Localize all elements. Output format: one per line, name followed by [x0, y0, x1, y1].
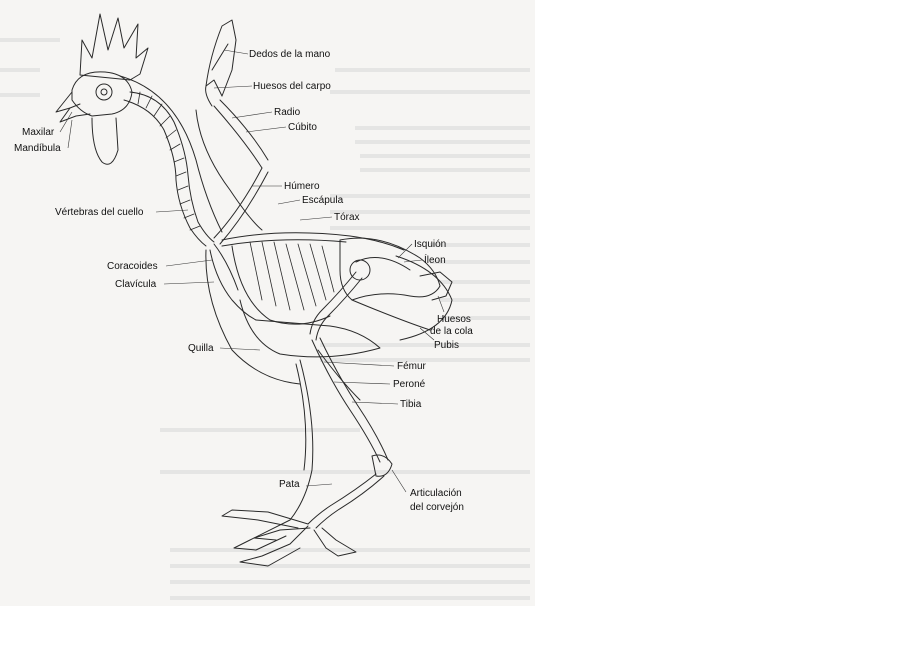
label-pata: Pata: [279, 479, 300, 490]
label-tibia: Tibia: [400, 399, 422, 410]
pelvis: [339, 237, 441, 301]
label-corvejon-1: Articulación: [410, 488, 462, 499]
beak-upper: [55, 91, 81, 113]
label-perone: Peroné: [393, 379, 426, 390]
comb: [79, 13, 149, 81]
skeleton-outline: [55, 13, 453, 567]
carpals: [205, 79, 223, 107]
clavicle: [209, 249, 257, 321]
beak-lower: [59, 107, 91, 123]
label-mandibula: Mandíbula: [14, 143, 61, 154]
coracoid: [213, 243, 239, 291]
label-femur: Fémur: [397, 361, 426, 372]
label-maxilar: Maxilar: [22, 127, 55, 138]
shank: [307, 473, 377, 525]
radius-ulna: [213, 105, 263, 169]
label-escapula: Escápula: [302, 195, 344, 206]
label-torax: Tórax: [334, 212, 360, 223]
humerus: [213, 167, 263, 239]
neck-vertebrae: [129, 91, 215, 243]
leader-lines: [59, 49, 445, 493]
label-dedos: Dedos de la mano: [249, 49, 331, 60]
ghost-text: [0, 38, 530, 600]
fibula: [317, 349, 361, 401]
wattle: [91, 117, 119, 165]
digits: [205, 19, 237, 97]
scanned-page: Dedos de la mano Huesos del carpo Radio …: [0, 0, 535, 606]
label-quilla: Quilla: [188, 343, 214, 354]
label-vertebras: Vértebras del cuello: [55, 207, 144, 218]
ribcage: [231, 245, 331, 325]
label-cubito: Cúbito: [288, 122, 317, 133]
label-carpo: Huesos del carpo: [253, 81, 331, 92]
toes: [221, 509, 309, 529]
label-ileon: Íleon: [424, 255, 446, 266]
label-humero: Húmero: [284, 181, 320, 192]
label-isquion: Isquión: [414, 239, 447, 250]
label-pubis: Pubis: [434, 340, 460, 351]
femur: [309, 271, 357, 335]
label-cola-1: Huesos: [437, 314, 471, 325]
label-corvejon-2: del corvejón: [410, 502, 464, 513]
label-coracoides: Coracoides: [107, 261, 158, 272]
hock-joint: [371, 454, 393, 477]
keel: [239, 299, 381, 358]
skeleton-drawing: [0, 13, 530, 600]
label-clavicula: Clavícula: [115, 279, 157, 290]
scapula: [221, 232, 405, 251]
pubis: [351, 299, 431, 331]
label-radio: Radio: [274, 107, 301, 118]
tibia: [311, 339, 381, 463]
tail-bones: [419, 271, 453, 301]
label-cola-2: de la cola: [430, 326, 473, 337]
